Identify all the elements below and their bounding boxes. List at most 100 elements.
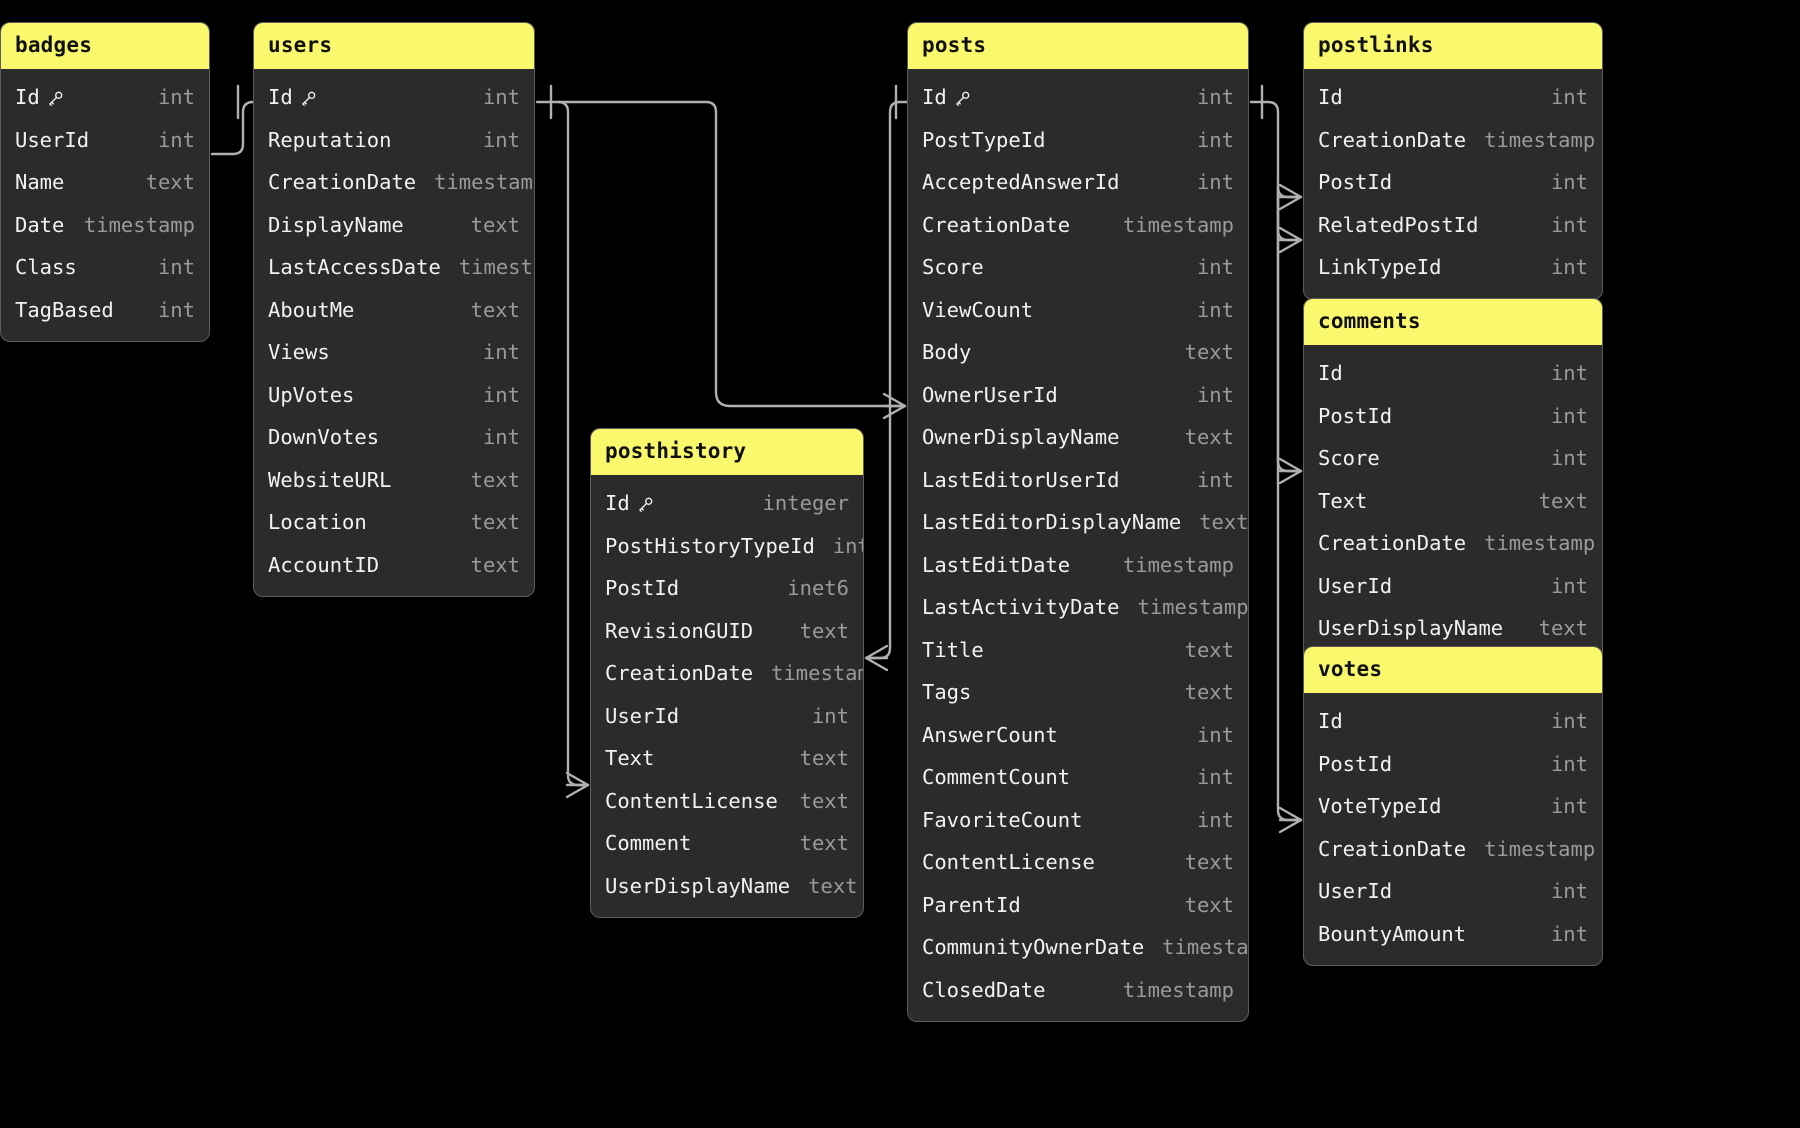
field-type: text bbox=[470, 510, 520, 535]
field-type: int bbox=[1550, 879, 1588, 904]
field-label: PostTypeId bbox=[922, 127, 1046, 152]
field-name: AcceptedAnswerId bbox=[922, 170, 1119, 194]
field-type: int bbox=[157, 127, 195, 152]
field-type: timestamp bbox=[1484, 836, 1596, 861]
field-type: int bbox=[1550, 446, 1588, 471]
field-name: Score bbox=[1318, 446, 1380, 470]
field-label: UserId bbox=[15, 127, 90, 152]
field-label: Id bbox=[922, 85, 947, 110]
table-title-badges: badges bbox=[1, 23, 209, 69]
field-label: UserId bbox=[605, 703, 680, 728]
field-row[interactable]: PostHistoryTypeIdint bbox=[591, 525, 863, 568]
field-row[interactable]: CommunityOwnerDatetimestamp bbox=[908, 926, 1248, 969]
field-name: CommentCount bbox=[922, 765, 1070, 789]
field-name: DownVotes bbox=[268, 425, 379, 449]
field-row[interactable]: Score int bbox=[1304, 437, 1602, 480]
edge-posthistory-users bbox=[556, 100, 590, 787]
field-row[interactable]: LastAccessDatetimestamp bbox=[254, 246, 534, 289]
field-label: OwnerDisplayName bbox=[922, 425, 1120, 450]
field-name: Views bbox=[268, 340, 330, 364]
table-title-posthistory: posthistory bbox=[591, 429, 863, 475]
table-title-votes: votes bbox=[1304, 647, 1602, 693]
field-name: UserId bbox=[1318, 574, 1392, 598]
table-title-comments: comments bbox=[1304, 299, 1602, 345]
table-posthistory[interactable]: posthistoryIdintegerPostHistoryTypeIdint… bbox=[590, 428, 864, 918]
field-name: AccountID bbox=[268, 553, 379, 577]
field-row[interactable]: UserId int bbox=[1, 119, 209, 162]
field-type: text bbox=[470, 212, 520, 237]
field-label: CreationDate bbox=[1318, 127, 1467, 152]
field-type: text bbox=[1184, 637, 1234, 662]
